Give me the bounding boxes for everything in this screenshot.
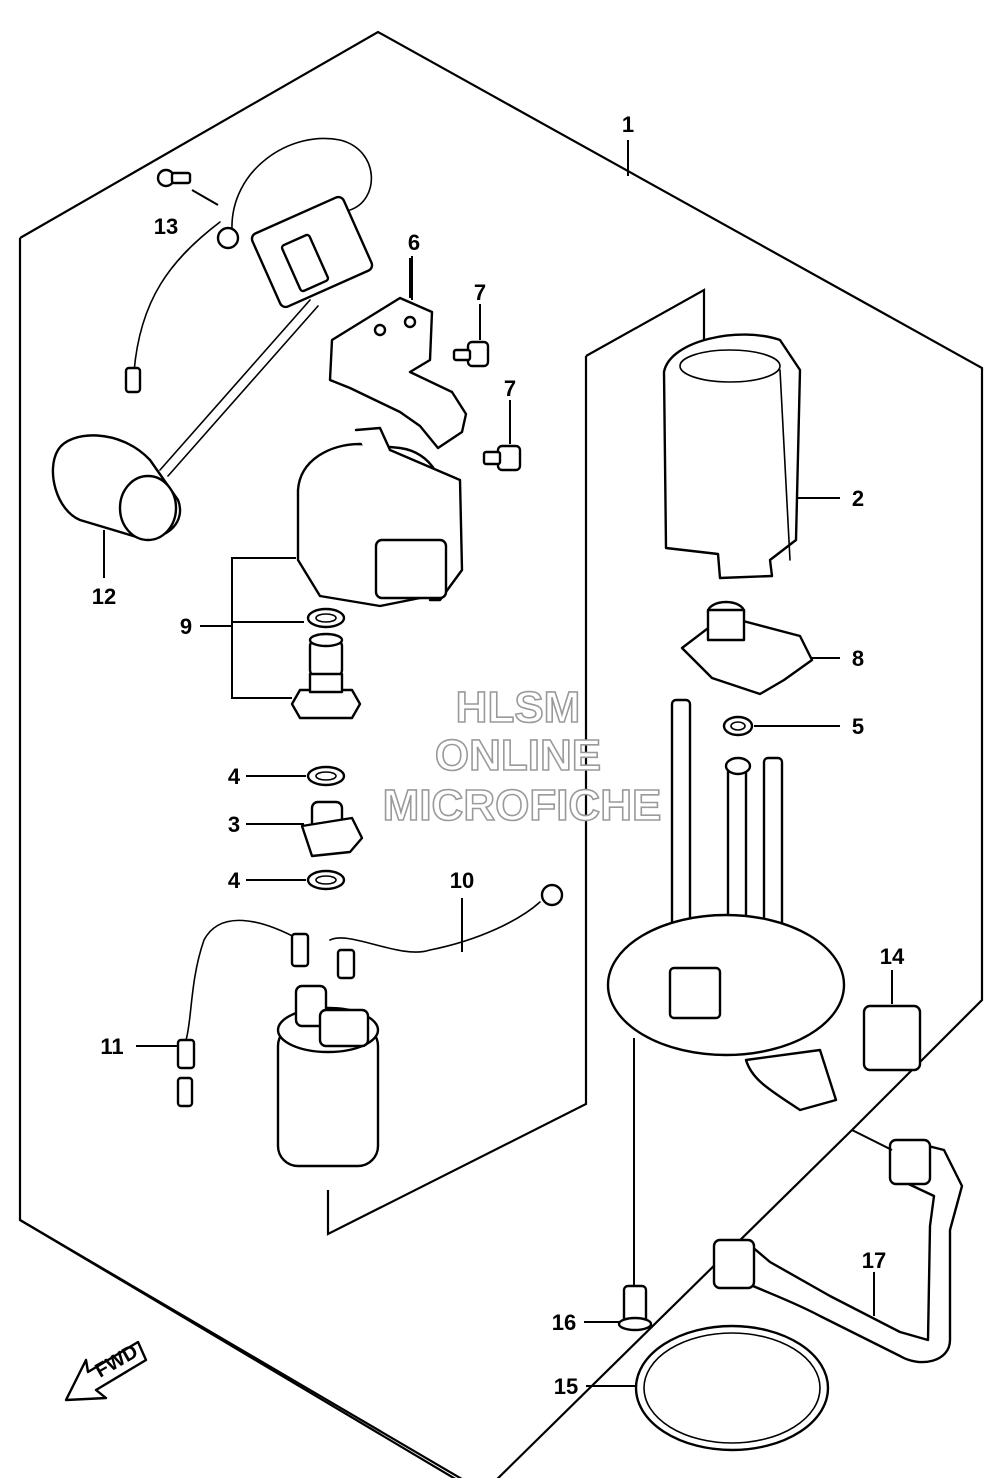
part-16-bolt[interactable] xyxy=(584,1284,653,1332)
watermark-line-3: MICROFICHE xyxy=(383,781,662,830)
callout-8: 8 xyxy=(852,646,864,671)
part-4-o-ring-lower[interactable] xyxy=(246,869,346,891)
part-14-cap[interactable] xyxy=(862,970,922,1072)
part-fuel-pump-motor[interactable] xyxy=(276,984,380,1234)
callout-7-lower: 7 xyxy=(504,376,516,401)
part-4-o-ring-upper[interactable] xyxy=(246,765,346,787)
part-9-o-ring[interactable] xyxy=(306,607,346,629)
part-pump-base-assembly[interactable] xyxy=(606,698,846,1286)
part-7-bolt-upper[interactable] xyxy=(452,304,490,368)
part-11-wire-lead[interactable] xyxy=(136,919,310,1108)
callout-2: 2 xyxy=(852,486,864,511)
callout-labels: 1 2 3 4 4 5 6 7 7 8 9 10 11 12 13 14 15 … xyxy=(92,112,905,1399)
callout-10: 10 xyxy=(450,868,474,893)
part-10-wire-lead[interactable] xyxy=(329,883,564,980)
part-6-bracket[interactable] xyxy=(328,258,468,450)
callout-5: 5 xyxy=(852,714,864,739)
callout-7-upper: 7 xyxy=(474,280,486,305)
watermark-line-1: HLSM xyxy=(456,683,581,732)
callout-1: 1 xyxy=(622,112,634,137)
callout-12: 12 xyxy=(92,584,116,609)
watermark: HLSM ONLINE MICROFICHE xyxy=(382,682,662,831)
part-2-pump-case[interactable] xyxy=(662,333,840,580)
part-17-fuel-hose[interactable] xyxy=(712,1129,964,1364)
callout-4-lower: 4 xyxy=(228,868,241,893)
part-7-bolt-lower[interactable] xyxy=(482,400,522,472)
callout-11: 11 xyxy=(100,1034,123,1059)
part-5-o-ring[interactable] xyxy=(722,715,840,737)
part-12-fuel-level-sender[interactable] xyxy=(51,137,374,578)
part-8-fuel-filter[interactable] xyxy=(680,600,840,696)
callout-17: 17 xyxy=(862,1248,886,1273)
callout-9: 9 xyxy=(180,614,192,639)
part-15-gasket[interactable] xyxy=(586,1324,830,1452)
callout-3: 3 xyxy=(228,812,240,837)
callout-6: 6 xyxy=(408,230,420,255)
part-9-regulator[interactable] xyxy=(290,632,362,720)
callout-13: 13 xyxy=(154,214,178,239)
watermark-line-2: ONLINE xyxy=(435,731,601,780)
part-3-fitting[interactable] xyxy=(246,800,364,858)
part-9-pressure-regulator-housing[interactable] xyxy=(296,426,464,608)
callout-4-upper: 4 xyxy=(228,764,241,789)
fwd-arrow-icon: FWD xyxy=(64,1341,148,1402)
callout-16: 16 xyxy=(552,1310,576,1335)
part-13-screw[interactable] xyxy=(156,168,219,206)
callout-15: 15 xyxy=(554,1374,578,1399)
callout-9-bracket xyxy=(200,557,304,699)
callout-14: 14 xyxy=(880,944,905,969)
